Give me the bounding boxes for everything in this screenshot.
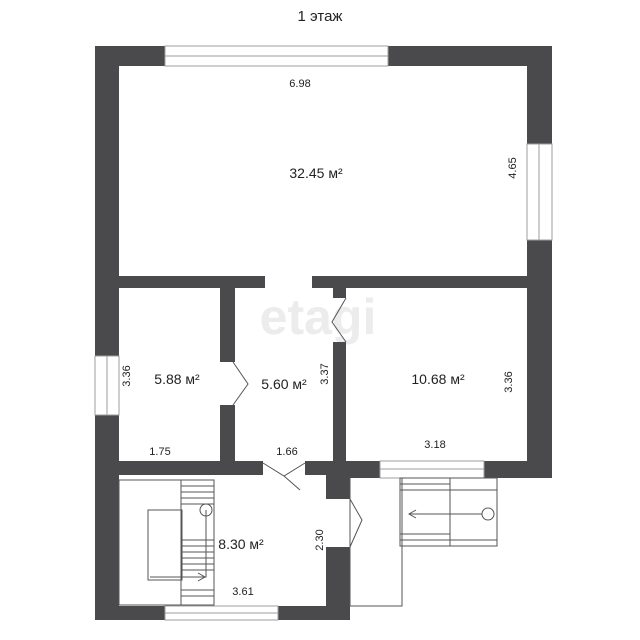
room-area-right: 10.68 м² bbox=[411, 371, 465, 387]
wall-partition-b-top bbox=[333, 286, 346, 298]
door-bottom-room bbox=[262, 462, 306, 477]
wall-mid-left bbox=[95, 276, 265, 288]
stairs bbox=[118, 479, 215, 606]
dim-left-small-side: 3.36 bbox=[121, 365, 133, 386]
dim-left-small-bottom: 1.75 bbox=[149, 446, 170, 458]
watermark: etagi bbox=[260, 289, 377, 345]
wall-partition-a bbox=[220, 286, 235, 362]
wall-lower-right-b bbox=[484, 461, 552, 478]
dim-hall-side: 3.37 bbox=[319, 363, 331, 384]
wall-bottom-left bbox=[95, 606, 165, 620]
dim-big-right: 4.65 bbox=[507, 157, 519, 178]
door-right-room bbox=[331, 297, 347, 343]
wall-left-lower bbox=[95, 415, 119, 620]
walls bbox=[95, 46, 552, 620]
wall-top-right bbox=[388, 46, 552, 66]
dim-big-top: 6.98 bbox=[289, 78, 310, 90]
wall-left-upper bbox=[95, 46, 119, 356]
dim-right-room-side: 3.36 bbox=[503, 371, 515, 392]
wall-bottom-mid bbox=[278, 606, 350, 620]
floor-title: 1 этаж bbox=[297, 8, 343, 25]
dim-hall-bottom: 1.66 bbox=[276, 446, 297, 458]
porch-stairs bbox=[399, 477, 498, 547]
room-area-living: 32.45 м² bbox=[289, 165, 343, 181]
dim-right-room-bottom: 3.18 bbox=[424, 439, 445, 451]
windows bbox=[94, 45, 553, 621]
porch-outline bbox=[349, 478, 403, 607]
wall-partition-a-low bbox=[220, 405, 235, 475]
door-exterior bbox=[349, 498, 363, 548]
dim-bottom-room-bottom: 3.61 bbox=[232, 586, 253, 598]
wall-lower-right-a bbox=[346, 461, 380, 478]
door-left-room bbox=[232, 361, 249, 406]
wall-mid-right bbox=[312, 276, 552, 288]
porch bbox=[349, 477, 498, 607]
porch-stair-icon bbox=[481, 507, 495, 521]
room-area-hall: 5.60 м² bbox=[261, 376, 307, 392]
room-area-stair-room: 8.30 м² bbox=[218, 536, 264, 552]
wall-partition-b bbox=[333, 342, 346, 477]
wall-lower-left bbox=[95, 461, 263, 475]
wall-stub bbox=[326, 461, 350, 499]
stair-core bbox=[147, 509, 183, 581]
doors bbox=[232, 297, 363, 548]
wall-right-lower bbox=[527, 240, 552, 478]
stair-outline bbox=[118, 479, 215, 606]
room-area-small-left: 5.88 м² bbox=[154, 371, 200, 387]
dim-bottom-room-side: 2.30 bbox=[314, 529, 326, 550]
wall-right-upper bbox=[527, 46, 552, 144]
